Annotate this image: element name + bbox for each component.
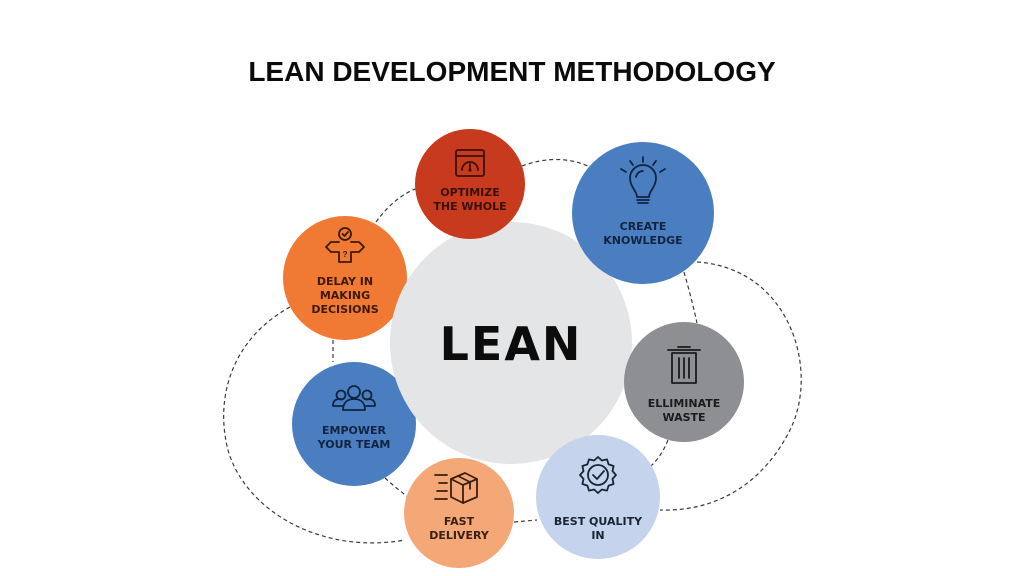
node-label-line2: THE WHOLE [433,200,506,213]
connector-empower-fast [384,477,409,498]
connector-create-eliminate [683,271,698,324]
signpost-person-icon: ? [325,227,365,263]
center-label: LEAN [440,317,583,371]
node-circle [536,435,660,559]
lightbulb-icon [620,156,666,204]
node-circle [572,142,714,284]
dashed-connectors [223,158,802,544]
node-optimize-the-whole: OPTIMIZE THE WHOLE [415,129,525,239]
node-circle [624,322,744,442]
node-elliminate-waste: ELLIMINATE WASTE [624,322,744,442]
node-empower-your-team: EMPOWER YOUR TEAM [292,362,416,486]
node-label-line3: DECISIONS [311,303,378,316]
connector-left-loop [223,306,406,544]
node-circle [404,458,514,568]
node-fast-delivery: FAST DELIVERY [404,458,514,568]
node-label-line2: KNOWLEDGE [603,234,682,247]
svg-text:?: ? [343,250,348,259]
center-circle [390,222,632,464]
node-circle [292,362,416,486]
node-create-knowledge: CREATE KNOWLEDGE [572,142,714,284]
node-label-line2: DELIVERY [429,529,490,542]
gauge-window-icon [455,149,485,177]
trash-can-icon [667,346,701,384]
node-label-line1: OPTIMIZE [440,186,500,199]
node-label-line1: EMPOWER [322,424,387,437]
connector-fast-quality [513,519,538,523]
page-title: LEAN DEVELOPMENT METHODOLOGY [248,56,776,87]
node-label-line1: CREATE [620,220,667,233]
node-circle [415,129,525,239]
node-label-line2: YOUR TEAM [317,438,391,451]
node-label-line2: MAKING [320,289,370,302]
node-label-line1: BEST QUALITY [554,515,643,528]
node-best-quality-in: BEST QUALITY IN [536,435,660,559]
node-label-line1: FAST [444,515,475,528]
node-label-line2: IN [591,529,604,542]
connector-optimize-create [521,158,593,169]
node-circle [283,216,407,340]
connector-right-loop [659,261,802,511]
node-label-line1: ELLIMINATE [648,397,721,410]
connector-eliminate-quality [645,439,669,471]
quality-badge-icon [579,456,617,494]
node-label-line1: DELAY IN [317,275,373,288]
team-people-icon [332,385,376,411]
node-delay-in-making-decisions: ? DELAY IN MAKING DECISIONS [283,216,407,340]
node-label-line2: WASTE [662,411,705,424]
connector-delay-optimize [375,187,419,223]
fast-box-icon [434,472,478,504]
